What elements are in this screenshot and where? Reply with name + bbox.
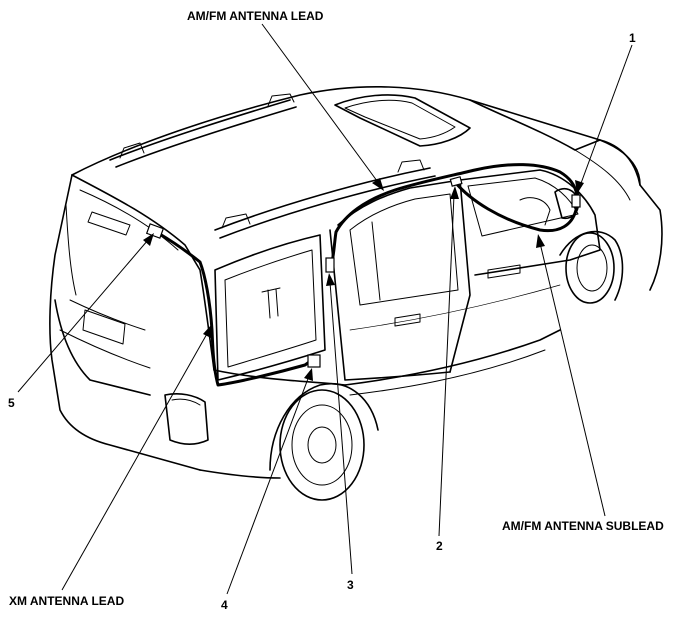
am-fm-antenna-sublead-label: AM/FM ANTENNA SUBLEAD [502, 519, 664, 533]
vehicle-body [49, 85, 663, 501]
leader-1 [579, 44, 633, 187]
leader-2 [438, 194, 455, 537]
arrow-5 [143, 233, 154, 246]
part-2-connector [449, 176, 463, 187]
callout-3: 3 [347, 578, 354, 592]
antenna-cables [156, 163, 580, 387]
arrow-4 [304, 368, 313, 381]
xm-antenna-lead-label: XM ANTENNA LEAD [9, 594, 125, 608]
callout-4: 4 [221, 598, 228, 612]
arrow-xm-lead [203, 324, 212, 338]
leader-lines [17, 23, 633, 595]
xm-antenna-cable [156, 231, 318, 387]
callout-5: 5 [8, 396, 15, 410]
leader-am-fm-lead [261, 23, 381, 186]
callout-1: 1 [629, 31, 636, 45]
xm-roof-antenna-part [145, 223, 165, 239]
antenna-parts [145, 176, 581, 368]
part-3-connector [325, 257, 335, 273]
leader-xm-lead [61, 331, 209, 591]
am-fm-antenna-lead-cable [328, 163, 579, 270]
leader-am-fm-sublead [539, 242, 606, 517]
am-fm-antenna-lead-label: AM/FM ANTENNA LEAD [187, 9, 324, 23]
arrow-2 [450, 186, 459, 199]
leader-3 [329, 281, 353, 575]
arrow-1 [575, 180, 584, 194]
leader-4 [226, 375, 310, 595]
part-4-connector [307, 354, 321, 368]
arrow-am-fm-lead [372, 178, 384, 191]
callout-2: 2 [436, 539, 443, 553]
leader-5 [17, 239, 149, 393]
arrow-3 [326, 273, 335, 286]
part-1-connector [571, 194, 581, 208]
arrow-am-fm-sublead [536, 234, 545, 248]
